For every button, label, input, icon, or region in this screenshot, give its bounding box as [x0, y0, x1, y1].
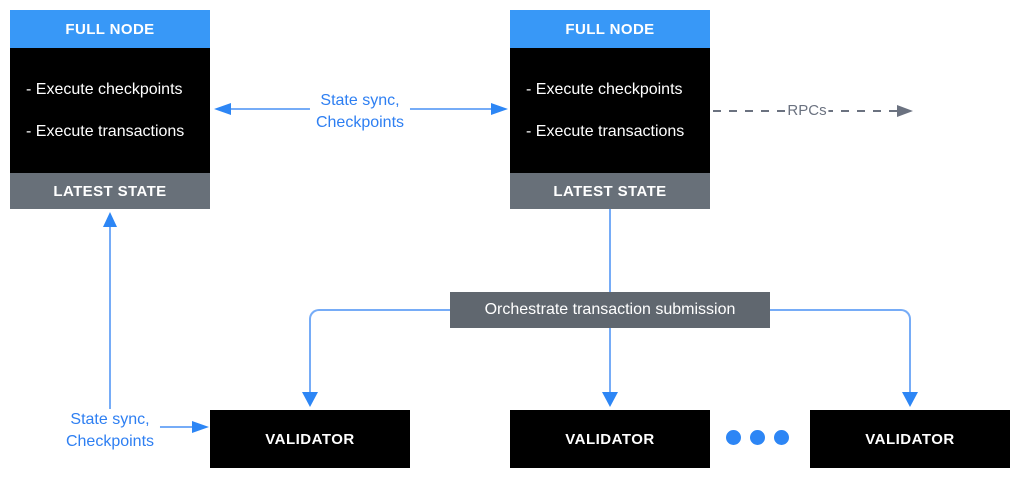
rpcs-label: RPCs	[785, 102, 829, 120]
state-sync-left-label-line1: State sync,	[70, 411, 150, 428]
arrowhead-right-icon	[491, 103, 508, 115]
state-sync-up-line	[109, 226, 111, 412]
arrowhead-rpcs-icon	[897, 105, 913, 117]
state-sync-left-label: State sync, Checkpoints	[59, 409, 161, 453]
full-node-left: FULL NODE - Execute checkpoints - Execut…	[10, 10, 210, 209]
full-node-right-latest-state: LATEST STATE	[510, 173, 710, 209]
full-node-left-latest-state: LATEST STATE	[10, 173, 210, 209]
arrowhead-down-middle-icon	[602, 392, 618, 407]
ellipsis-dot-icon	[750, 430, 765, 445]
orchestrate-right-branch	[770, 309, 911, 393]
ellipsis-dot-icon	[726, 430, 741, 445]
validator-1: VALIDATOR	[210, 410, 410, 468]
ellipsis-dot-icon	[774, 430, 789, 445]
state-sync-center-label-line2: Checkpoints	[315, 114, 405, 131]
validator-2: VALIDATOR	[510, 410, 710, 468]
full-node-right-capability-2: - Execute transactions	[526, 122, 685, 140]
full-node-left-title: FULL NODE	[10, 10, 210, 48]
state-sync-left-label-line2: Checkpoints	[65, 433, 155, 450]
arrowhead-down-left-icon	[302, 392, 318, 407]
validator-1-label: VALIDATOR	[265, 430, 355, 448]
full-node-right-title: FULL NODE	[510, 10, 710, 48]
orchestrator-label: Orchestrate transaction submission	[484, 301, 736, 318]
arrowhead-right-small-icon	[192, 421, 209, 433]
orchestrate-left-branch	[309, 309, 450, 393]
state-sync-center-label: State sync, Checkpoints	[309, 90, 411, 134]
full-node-right: FULL NODE - Execute checkpoints - Execut…	[510, 10, 710, 209]
arrowhead-left-icon	[214, 103, 231, 115]
arrowhead-up-icon	[103, 212, 117, 227]
validator-3: VALIDATOR	[810, 410, 1010, 468]
full-node-right-capability-1: - Execute checkpoints	[526, 80, 683, 98]
orchestrator-box: Orchestrate transaction submission	[450, 292, 770, 328]
full-node-left-body: - Execute checkpoints - Execute transact…	[10, 48, 210, 173]
full-node-right-body: - Execute checkpoints - Execute transact…	[510, 48, 710, 173]
state-sync-left-line	[158, 426, 194, 428]
full-node-left-capability-2: - Execute transactions	[26, 122, 185, 140]
state-sync-center-label-line1: State sync,	[320, 92, 400, 109]
validator-2-label: VALIDATOR	[565, 430, 655, 448]
arrowhead-down-right-icon	[902, 392, 918, 407]
validator-3-label: VALIDATOR	[865, 430, 955, 448]
full-node-left-capability-1: - Execute checkpoints	[26, 80, 183, 98]
